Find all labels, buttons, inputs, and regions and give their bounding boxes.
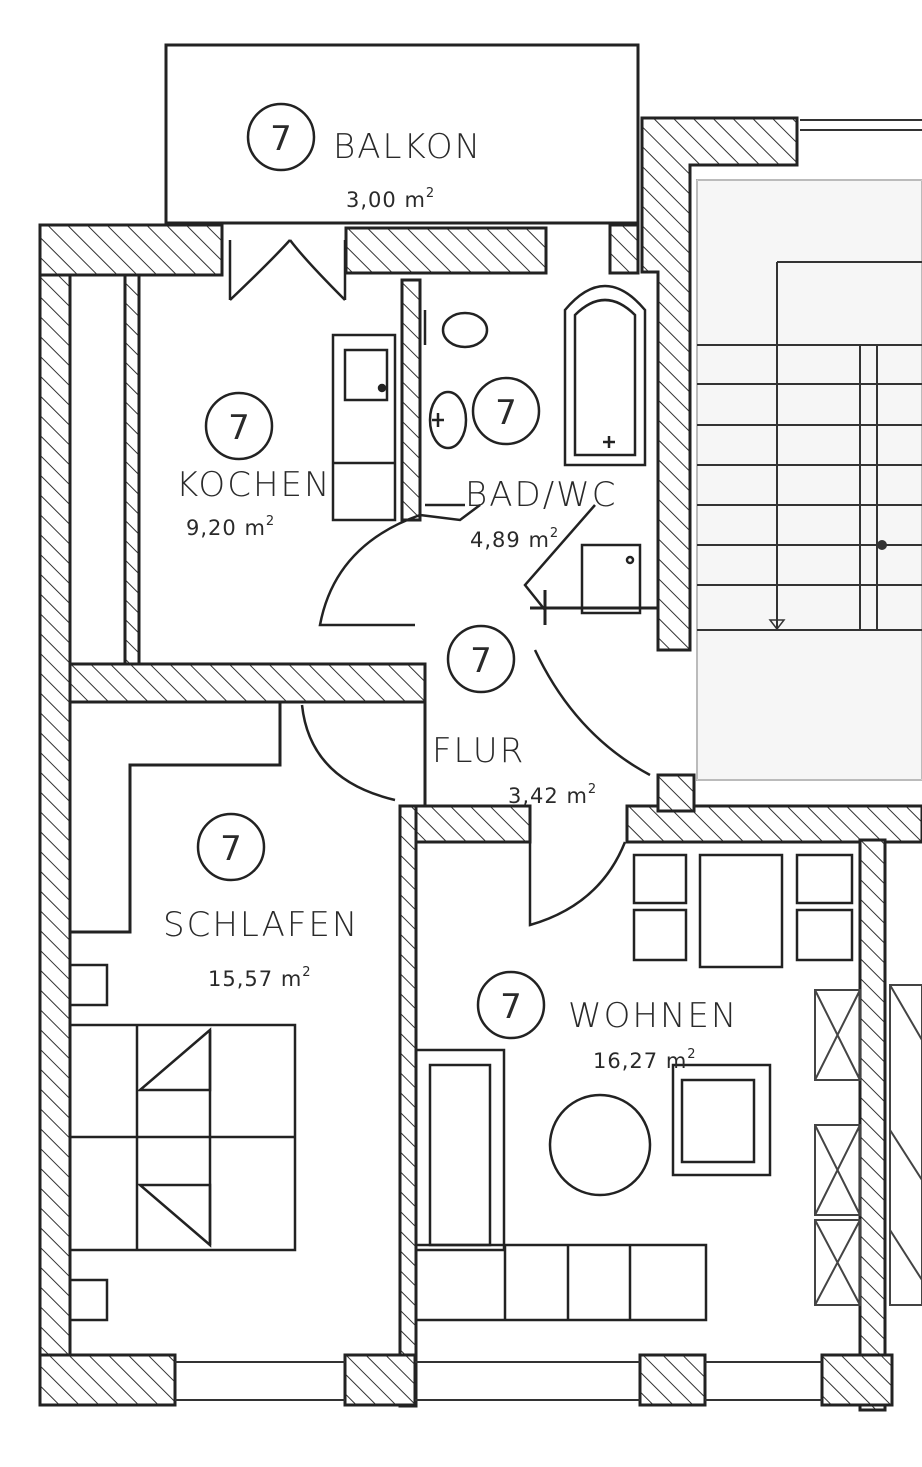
wohnen-badge: 7 xyxy=(500,987,522,1027)
bad-name: BAD/WC xyxy=(465,475,618,515)
kochen-badge: 7 xyxy=(228,408,250,448)
balkon-badge: 7 xyxy=(270,119,292,159)
kochen-area: 9,20 m2 xyxy=(186,514,275,540)
kochen-name: KOCHEN xyxy=(176,465,331,505)
balkon-name: BALKON xyxy=(333,127,482,167)
schlafen-badge: 7 xyxy=(220,829,242,869)
hatched-walls xyxy=(38,116,922,1412)
flur-area: 3,42 m2 xyxy=(508,782,597,808)
room-labels: 7 BALKON 3,00 m2 7 KOCHEN 9,20 m2 7 BAD/… xyxy=(163,102,738,1073)
doors xyxy=(228,239,651,927)
balcony-outline xyxy=(164,43,640,225)
kitchen-fixtures xyxy=(331,333,397,522)
staircase-area xyxy=(696,179,922,781)
kochen-label: 7 KOCHEN 9,20 m2 xyxy=(176,391,331,540)
windows xyxy=(175,1361,822,1401)
schlafen-name: SCHLAFEN xyxy=(163,905,359,945)
bad-badge: 7 xyxy=(495,393,517,433)
balkon-label: 7 BALKON 3,00 m2 xyxy=(246,102,482,212)
schlafen-area: 15,57 m2 xyxy=(208,965,312,991)
balkon-area: 3,00 m2 xyxy=(346,186,435,212)
flur-badge: 7 xyxy=(470,641,492,681)
wohnen-label: 7 WOHNEN 16,27 m2 xyxy=(476,970,738,1073)
living-furniture xyxy=(414,853,922,1322)
wohnen-area: 16,27 m2 xyxy=(593,1047,697,1073)
bath-fixtures xyxy=(423,284,647,615)
bad-area: 4,89 m2 xyxy=(470,526,559,552)
flur-label: 7 FLUR 3,42 m2 xyxy=(432,624,597,808)
wohnen-name: WOHNEN xyxy=(568,996,738,1036)
bad-label: 7 BAD/WC 4,89 m2 xyxy=(465,376,618,552)
interior-lines xyxy=(68,590,658,1355)
bedroom-furniture xyxy=(68,963,297,1322)
schlafen-label: 7 SCHLAFEN 15,57 m2 xyxy=(163,812,359,991)
flur-name: FLUR xyxy=(432,731,525,771)
